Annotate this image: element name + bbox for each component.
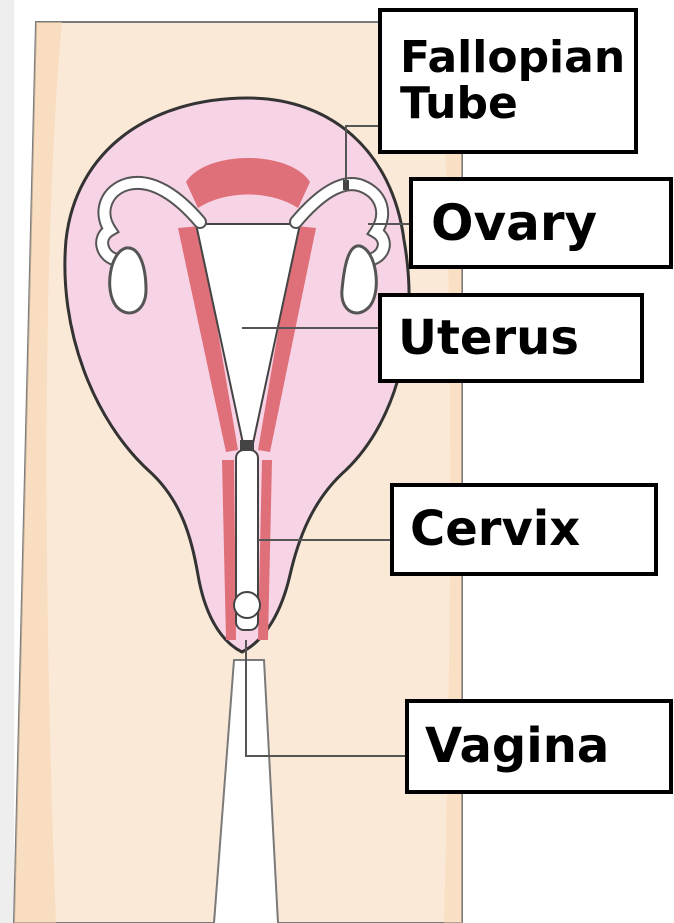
page-margin xyxy=(0,0,14,923)
label-uterus: Uterus xyxy=(398,313,579,363)
label-box-ovary: Ovary xyxy=(409,177,673,269)
label-box-uterus: Uterus xyxy=(378,293,644,383)
label-box-vagina: Vagina xyxy=(405,699,673,794)
label-cervix: Cervix xyxy=(410,504,580,554)
label-box-fallopian-tube: Fallopian Tube xyxy=(378,8,638,154)
ovary-left xyxy=(110,248,146,313)
ovary-right xyxy=(342,246,376,313)
cervix-marker xyxy=(240,440,254,450)
label-vagina: Vagina xyxy=(425,721,609,771)
label-ovary: Ovary xyxy=(431,197,597,250)
cervix-os xyxy=(234,592,260,618)
label-box-cervix: Cervix xyxy=(390,483,658,576)
label-fallopian-tube: Fallopian Tube xyxy=(400,35,625,127)
